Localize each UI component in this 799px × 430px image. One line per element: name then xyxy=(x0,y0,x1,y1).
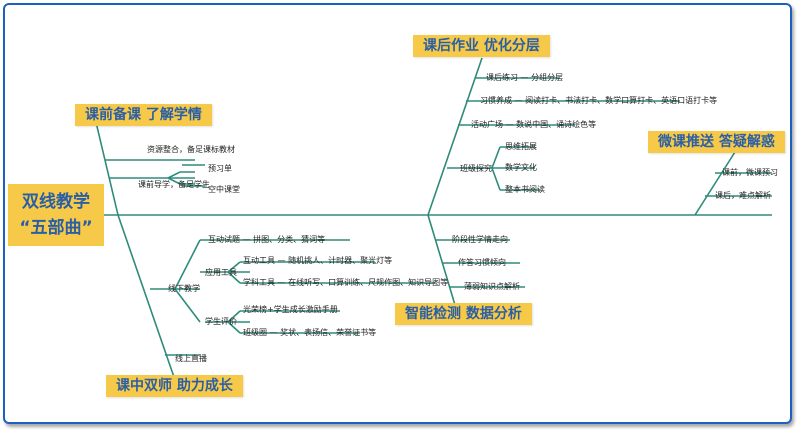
branch3-line xyxy=(427,57,483,216)
b2-item-online: 线上直播 xyxy=(175,354,207,363)
b4-item-weak: 薄弱知识点解析 xyxy=(464,282,520,291)
branch5-header: 微课推送 答疑解惑 xyxy=(648,131,785,153)
b3-item-practice: 课后练习 — 分组分层 xyxy=(486,73,564,82)
branch1-line xyxy=(94,117,119,216)
b2-item-honor-board: 光荣榜+学生成长激励手册 xyxy=(243,305,338,314)
b1-item-guide: 课前导学，备足学生 xyxy=(138,180,210,189)
b3-item-whole-book: 整本书阅读 xyxy=(505,185,545,194)
root-line1: 双线教学 xyxy=(22,192,90,212)
b2-item-apps: 应用工具 xyxy=(205,268,237,277)
diagram-frame xyxy=(3,3,792,424)
branch1-header: 课前备课 了解学情 xyxy=(75,104,212,126)
branch4-line xyxy=(427,214,456,306)
b2-item-evaluation: 学生评价 xyxy=(205,317,237,326)
root-node: 双线教学 “五部曲” xyxy=(8,184,104,246)
branch2-line xyxy=(117,214,176,381)
b4-item-trend: 阶段性学情走向 xyxy=(452,235,508,244)
b1-item-preview-sheet: 预习单 xyxy=(208,164,232,173)
b2-item-offline: 线下教学 xyxy=(168,284,200,293)
b5-item-post: 课后，难点解析 xyxy=(715,191,771,200)
b3-item-habits: 习惯养成 — 阅读打卡、书法打卡、数学口算打卡、英语口语打卡等 xyxy=(480,96,718,105)
b4-item-habit: 作答习惯倾向 xyxy=(458,258,506,267)
b3-item-activity: 活动广场 — 数说中国、诵诗绘色等 xyxy=(471,120,597,129)
branch2-header: 课中双师 助力成长 xyxy=(106,375,243,397)
b2-item-interactive-tools: 互动工具 — 随机挑人、计时器、聚光灯等 xyxy=(243,256,393,265)
b1-item-resource: 资源整合，备足课标教材 xyxy=(147,145,235,154)
branch4-header: 智能检测 数据分析 xyxy=(395,303,532,325)
b3-item-inquiry: 班级探究 xyxy=(460,164,492,173)
b2-item-subject-tools: 学科工具 — 在线听写、口算训练、尺规作图、知识导图等 xyxy=(243,278,449,287)
branch3-header: 课后作业 优化分层 xyxy=(413,35,550,57)
b2-item-interactive-quiz: 互动试题 — 拼图、分类、猜词等 xyxy=(208,235,326,244)
b5-item-pre: 课前，微课预习 xyxy=(722,168,778,177)
b1-item-air-class: 空中课堂 xyxy=(208,185,240,194)
root-line2: “五部曲” xyxy=(19,218,93,238)
b3-item-math-culture: 数学文化 xyxy=(505,163,537,172)
branch5-line xyxy=(694,151,736,216)
b3-item-thinking: 思维拓展 xyxy=(505,142,537,151)
b2-item-class-circle: 班级圈 — 奖状、表扬信、荣誉证书等 xyxy=(243,328,377,337)
